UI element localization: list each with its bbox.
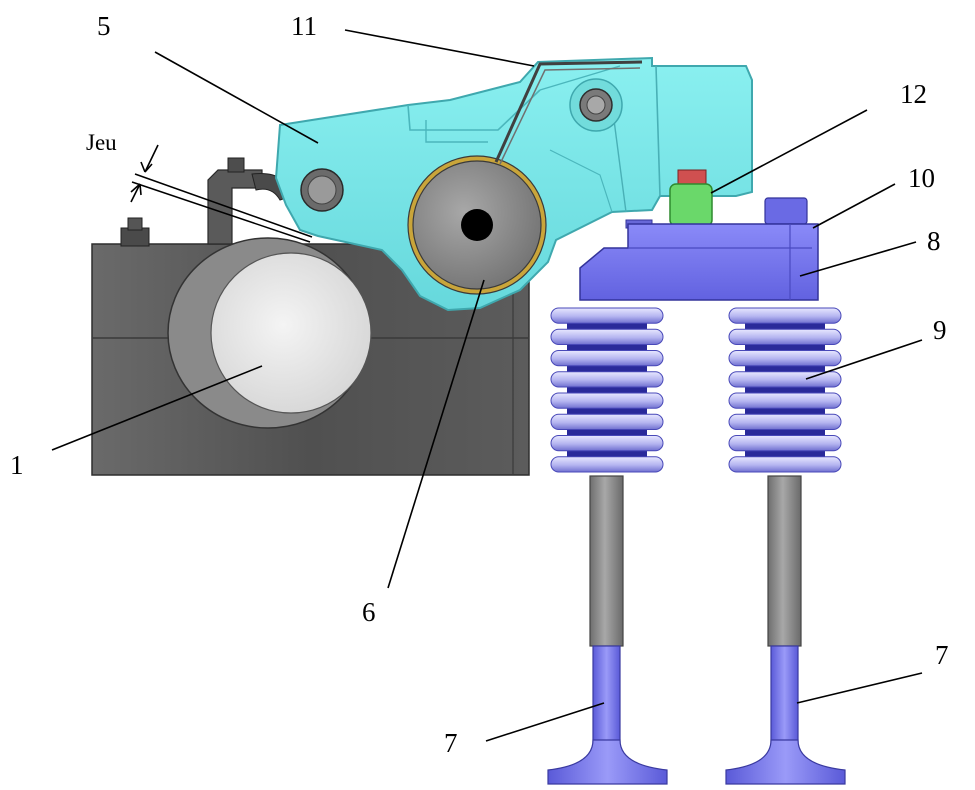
leader-7b <box>796 672 923 704</box>
leader-6 <box>387 279 485 589</box>
adjusting-screw <box>669 169 713 227</box>
leader-8 <box>799 241 917 277</box>
label-5: 5 <box>97 11 111 41</box>
label-11: 11 <box>291 11 317 41</box>
leader-5 <box>154 51 319 144</box>
label-7-right: 7 <box>935 640 949 670</box>
valve-spring-right <box>728 307 842 473</box>
leader-7a <box>485 702 605 742</box>
label-10: 10 <box>908 163 935 193</box>
valve-bridge <box>579 197 819 301</box>
leader-lines <box>51 29 923 742</box>
valve-spring-left <box>550 307 664 473</box>
rocker-shaft <box>407 155 547 295</box>
leader-10 <box>812 183 896 229</box>
label-1: 1 <box>10 450 24 480</box>
label-8: 8 <box>927 226 941 256</box>
label-jeu: Jeu <box>86 130 117 155</box>
clearance-indicator: Jeu <box>86 130 313 243</box>
label-6: 6 <box>362 597 376 627</box>
label-7-left: 7 <box>444 728 458 758</box>
retaining-clip <box>494 60 643 165</box>
part-labels: 1 5 6 7 7 8 9 10 11 12 <box>10 11 949 758</box>
leader-9 <box>805 339 923 380</box>
leader-12 <box>710 109 868 194</box>
label-12: 12 <box>900 79 927 109</box>
leader-1 <box>51 365 263 451</box>
label-9: 9 <box>933 315 947 345</box>
valve-right <box>725 475 846 785</box>
valve-left <box>547 475 668 785</box>
leader-11 <box>344 29 535 67</box>
camshaft <box>167 237 372 429</box>
